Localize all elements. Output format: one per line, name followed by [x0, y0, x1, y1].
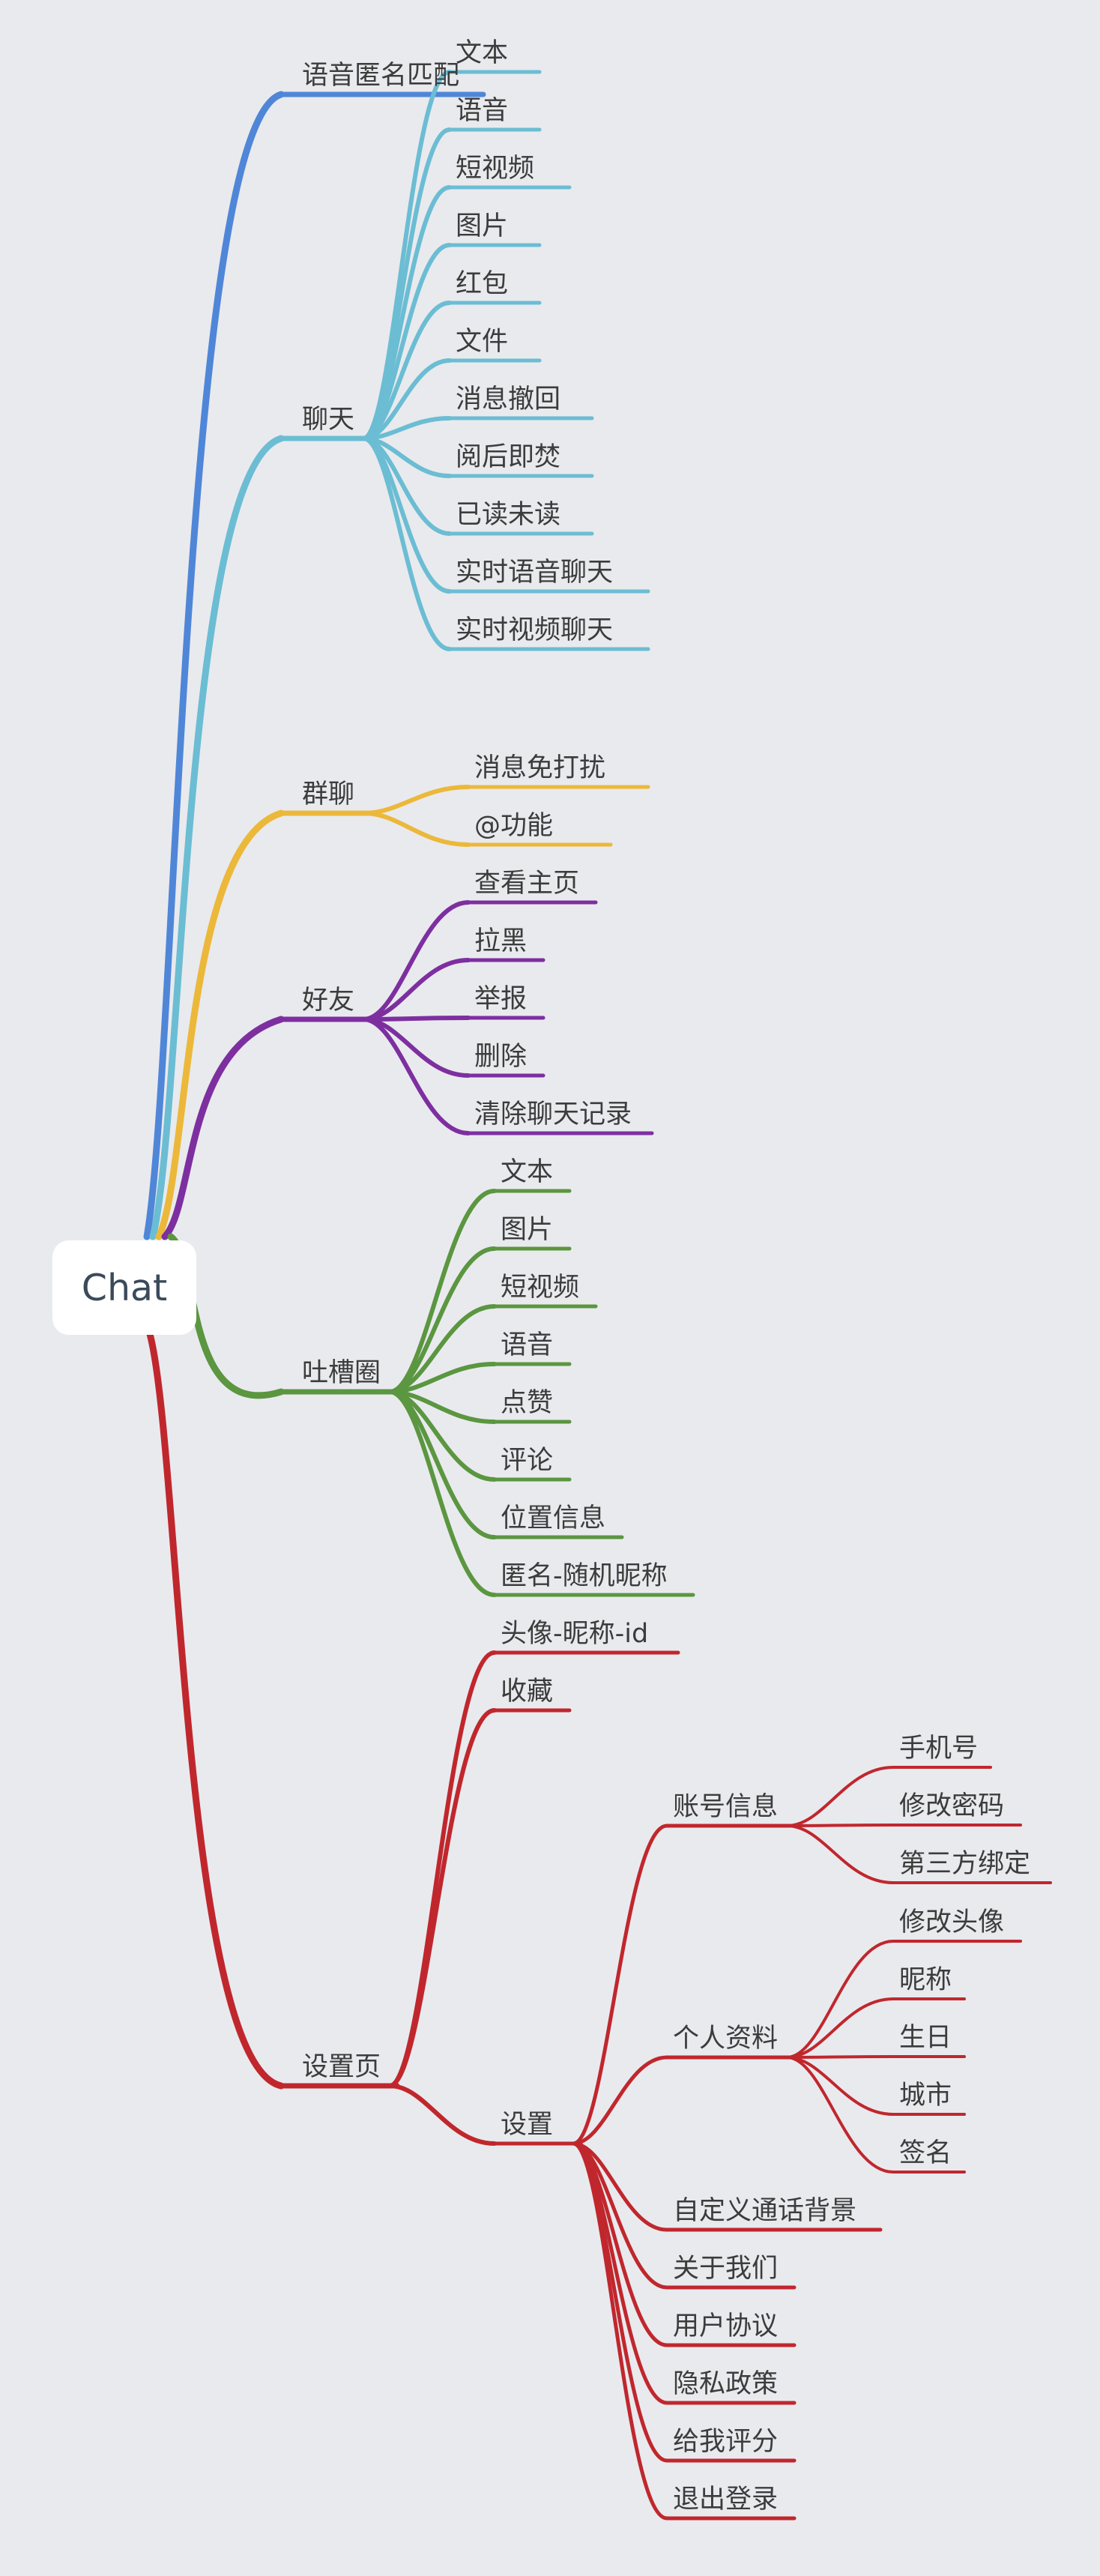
connector-4-2 — [387, 1304, 497, 1394]
child-label-1-1[interactable]: 语音 — [456, 96, 508, 126]
sub-label-5-2-5[interactable]: 隐私政策 — [673, 2369, 778, 2399]
connector-5-1 — [387, 1708, 497, 2088]
root-node[interactable]: Chat — [52, 1240, 196, 1335]
child-label-1-4[interactable]: 红包 — [456, 269, 508, 299]
root-node-box — [52, 1240, 196, 1335]
child-label-1-8[interactable]: 已读未读 — [456, 500, 560, 530]
child-label-1-10[interactable]: 实时视频聊天 — [456, 615, 613, 645]
connector-4-1 — [387, 1246, 497, 1394]
connector-3-2 — [361, 1016, 471, 1022]
child-label-1-6[interactable]: 消息撤回 — [456, 384, 560, 414]
child-label-3-2[interactable]: 举报 — [474, 984, 527, 1014]
branch-label-5[interactable]: 设置页 — [302, 2052, 381, 2082]
connector-3-1 — [361, 958, 471, 1022]
connector-5-2-7 — [571, 2141, 669, 2521]
child-label-5-0[interactable]: 头像-昵称-id — [501, 1619, 648, 1649]
connector-root-5 — [146, 1330, 285, 2090]
leaf-label-5-2-0-0[interactable]: 手机号 — [899, 1734, 978, 1764]
child-label-1-7[interactable]: 阅后即焚 — [456, 442, 560, 472]
connector-5-2-0-2 — [785, 1824, 895, 1884]
connector-3-0 — [361, 900, 471, 1022]
connector-5-2-0-0 — [785, 1766, 895, 1827]
connector-root-0 — [143, 91, 285, 1240]
connector-5-2-1-4 — [785, 2056, 895, 2174]
child-label-3-0[interactable]: 查看主页 — [474, 869, 579, 899]
branch-label-2[interactable]: 群聊 — [302, 779, 354, 809]
child-label-1-0[interactable]: 文本 — [456, 38, 508, 68]
connector-5-2-1-3 — [785, 2056, 895, 2116]
child-label-1-5[interactable]: 文件 — [456, 327, 508, 357]
sub-label-5-2-4[interactable]: 用户协议 — [673, 2311, 778, 2341]
connector-5-2-1-0 — [785, 1940, 895, 2059]
child-label-4-7[interactable]: 匿名-随机昵称 — [501, 1561, 668, 1591]
connector-4-7 — [387, 1390, 497, 1597]
child-label-4-1[interactable]: 图片 — [501, 1215, 553, 1245]
connector-3-4 — [361, 1017, 471, 1135]
child-label-4-5[interactable]: 评论 — [501, 1446, 553, 1476]
branch-label-4[interactable]: 吐槽圈 — [302, 1358, 381, 1388]
connector-5-2-0 — [571, 1824, 669, 2146]
sub-label-5-2-2[interactable]: 自定义通话背景 — [673, 2196, 856, 2226]
sub-label-5-2-3[interactable]: 关于我们 — [673, 2254, 778, 2284]
sub-label-5-2-6[interactable]: 给我评分 — [673, 2427, 778, 2457]
child-label-4-2[interactable]: 短视频 — [501, 1273, 579, 1303]
connector-1-5 — [361, 358, 452, 441]
child-label-2-0[interactable]: 消息免打扰 — [474, 753, 605, 783]
child-label-5-1[interactable]: 收藏 — [501, 1677, 553, 1707]
leaf-label-5-2-1-2[interactable]: 生日 — [899, 2023, 952, 2053]
connector-root-3 — [161, 1016, 285, 1240]
leaf-label-5-2-1-4[interactable]: 签名 — [899, 2138, 952, 2168]
branch-label-1[interactable]: 聊天 — [302, 405, 354, 435]
connector-4-6 — [387, 1390, 497, 1539]
connector-root-1 — [149, 435, 285, 1240]
connector-5-2-0-1 — [785, 1824, 895, 1827]
leaf-label-5-2-1-1[interactable]: 昵称 — [899, 1965, 952, 1995]
mindmap-nodes: 语音匿名匹配聊天文本语音短视频图片红包文件消息撤回阅后即焚已读未读实时语音聊天实… — [302, 38, 1030, 2515]
child-label-1-9[interactable]: 实时语音聊天 — [456, 558, 613, 588]
child-label-4-3[interactable]: 语音 — [501, 1330, 553, 1360]
child-label-4-0[interactable]: 文本 — [501, 1157, 553, 1187]
connector-1-10 — [361, 436, 452, 651]
branch-label-0[interactable]: 语音匿名匹配 — [302, 61, 459, 91]
child-label-3-4[interactable]: 清除聊天记录 — [474, 1100, 632, 1129]
mindmap-connectors — [143, 70, 1052, 2521]
child-label-2-1[interactable]: @功能 — [474, 811, 553, 841]
sub-label-5-2-1[interactable]: 个人资料 — [673, 2024, 778, 2054]
child-label-1-2[interactable]: 短视频 — [456, 154, 534, 184]
leaf-label-5-2-1-0[interactable]: 修改头像 — [899, 1907, 1004, 1937]
root-node-label: Chat — [82, 1267, 168, 1309]
connector-root-2 — [155, 809, 285, 1240]
sub-label-5-2-0[interactable]: 账号信息 — [673, 1792, 778, 1822]
connector-5-2 — [387, 2084, 497, 2146]
connector-2-1 — [361, 811, 471, 847]
connector-5-2-1 — [571, 2055, 669, 2146]
leaf-label-5-2-1-3[interactable]: 城市 — [899, 2081, 952, 2111]
leaf-label-5-2-0-2[interactable]: 第三方绑定 — [899, 1849, 1030, 1879]
child-label-4-4[interactable]: 点赞 — [501, 1388, 553, 1418]
child-label-5-2[interactable]: 设置 — [501, 2110, 553, 2140]
connector-5-2-1-1 — [785, 1997, 895, 2059]
child-label-4-6[interactable]: 位置信息 — [501, 1503, 605, 1533]
connector-4-0 — [387, 1189, 497, 1394]
sub-label-5-2-7[interactable]: 退出登录 — [673, 2485, 778, 2515]
child-label-3-3[interactable]: 删除 — [474, 1042, 527, 1072]
child-label-1-3[interactable]: 图片 — [456, 211, 508, 241]
connector-2-0 — [361, 785, 471, 815]
leaf-label-5-2-0-1[interactable]: 修改密码 — [899, 1791, 1004, 1821]
branch-label-3[interactable]: 好友 — [302, 986, 354, 1016]
child-label-3-1[interactable]: 拉黑 — [474, 926, 527, 956]
